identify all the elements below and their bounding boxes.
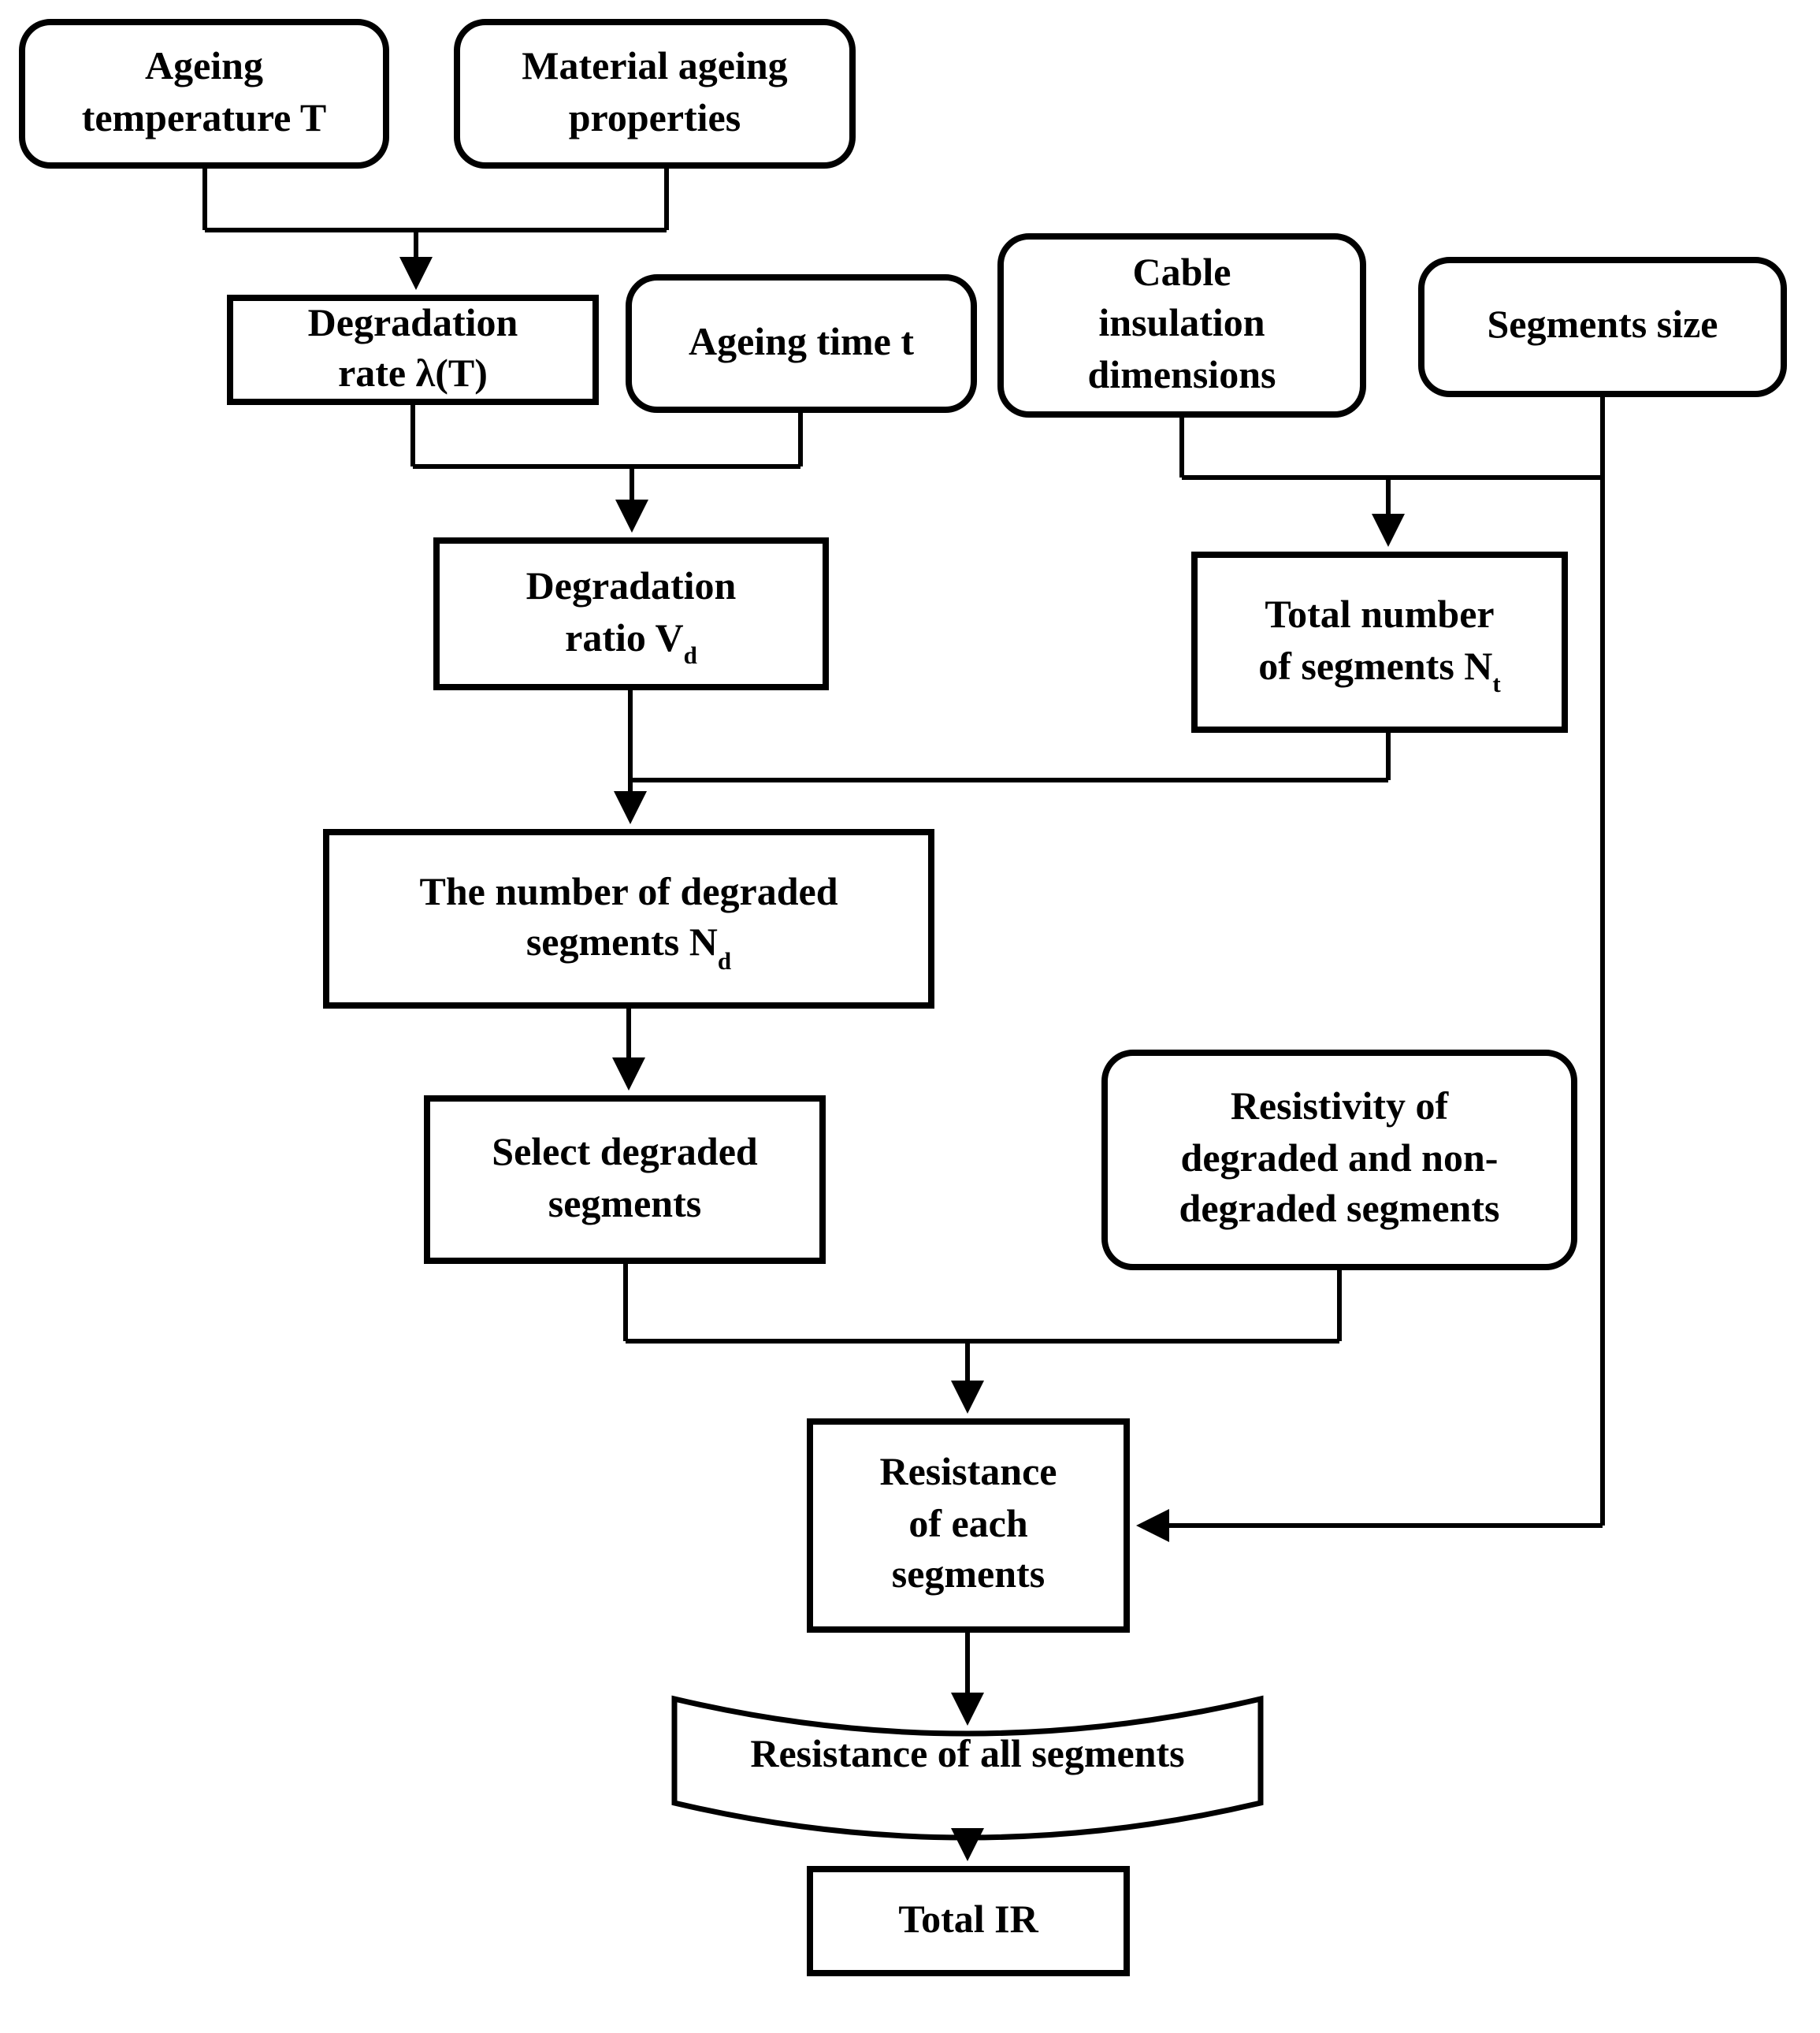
node-total-number-of-segments: Total number of segments Nt: [1191, 552, 1568, 733]
node-degradation-rate: Degradation rate λ(T): [227, 295, 599, 405]
node-degradation-ratio: Degradation ratio Vd: [433, 537, 829, 690]
node-total-ir: Total IR: [807, 1866, 1130, 1976]
node-ageing-time: Ageing time t: [626, 274, 977, 413]
node-resistance-of-all-segments: Resistance of all segments: [674, 1712, 1261, 1806]
node-label: Resistance of each segments: [879, 1451, 1057, 1597]
node-label: Segments size: [1487, 304, 1718, 348]
node-number-of-degraded-segments: The number of degraded segments Nd: [323, 829, 934, 1009]
node-label: Degradation ratio V: [526, 566, 737, 660]
edge-select-resistivity-join: [623, 1264, 1342, 1344]
node-label: Degradation rate λ(T): [307, 302, 518, 396]
node-label: Resistance of all segments: [750, 1733, 1185, 1775]
edge-rate-time-join: [410, 405, 803, 469]
node-cable-insulation-dimensions: Cable insulation dimensions: [997, 233, 1366, 418]
node-segments-size: Segments size: [1418, 257, 1787, 397]
node-label: Material ageing properties: [522, 46, 788, 139]
node-label: Total number of segments N: [1258, 594, 1495, 688]
node-material-ageing-properties: Material ageing properties: [454, 19, 856, 169]
node-label: Select degraded segments: [492, 1132, 758, 1225]
edge-ratio-total-join: [630, 733, 1391, 782]
node-label: Ageing temperature T: [81, 46, 327, 139]
node-label-subscript: d: [683, 643, 697, 671]
edge-cable-segments-join: [1179, 418, 1603, 480]
banner-shape: [671, 1695, 1264, 1841]
node-select-degraded-segments: Select degraded segments: [424, 1095, 826, 1264]
edge-ageing-temp-material-join: [202, 169, 669, 232]
node-ageing-temperature: Ageing temperature T: [19, 19, 389, 169]
node-label: Total IR: [898, 1898, 1038, 1942]
node-resistance-of-each-segments: Resistance of each segments: [807, 1418, 1130, 1633]
node-label: Resistivity of degraded and non- degrade…: [1179, 1086, 1500, 1232]
node-label: The number of degraded segments N: [419, 871, 838, 964]
node-label-subscript: d: [717, 948, 732, 976]
node-label: Ageing time t: [688, 321, 915, 364]
node-label-subscript: t: [1492, 671, 1501, 699]
node-label: Cable insulation dimensions: [1087, 251, 1276, 397]
node-resistivity: Resistivity of degraded and non- degrade…: [1101, 1050, 1577, 1270]
